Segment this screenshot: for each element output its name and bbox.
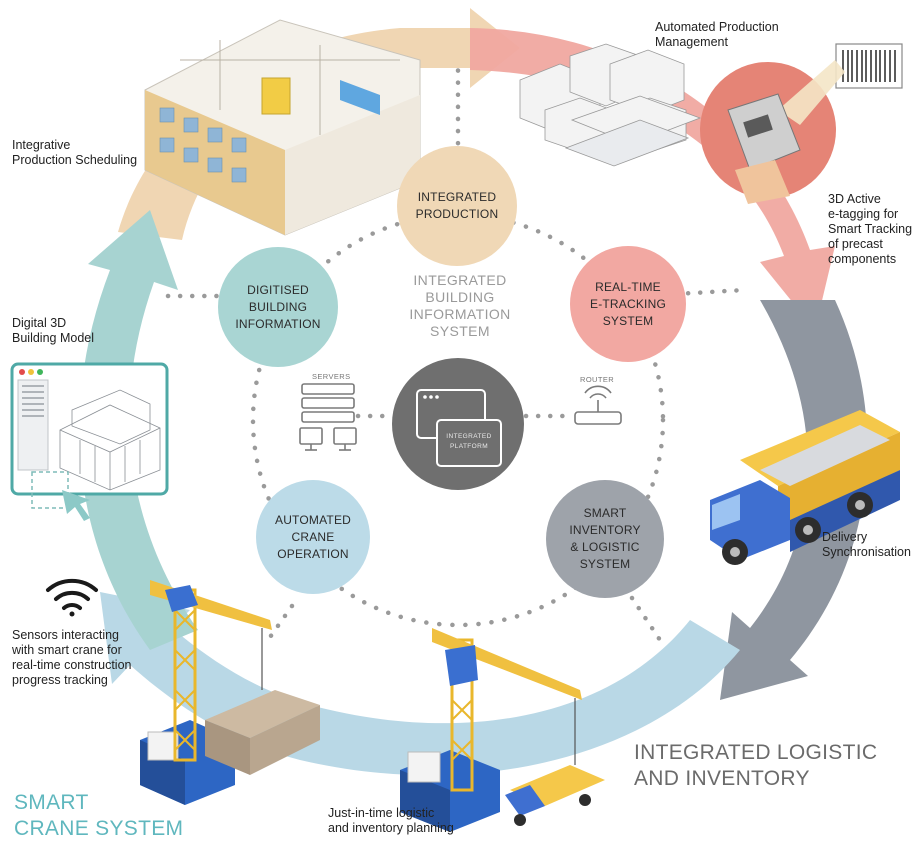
arrow-delivery bbox=[720, 300, 868, 700]
hub-realtime-etracking: REAL-TIME E-TRACKING SYSTEM bbox=[570, 246, 686, 362]
label-3d-active-etagging: 3D Active e-tagging for Smart Tracking o… bbox=[828, 192, 913, 266]
servers-label: SERVERS bbox=[312, 372, 351, 381]
hub-etracking-label: REAL-TIME E-TRACKING SYSTEM bbox=[589, 279, 666, 328]
barcode-bars bbox=[842, 50, 896, 82]
hub-smart-inventory: SMART INVENTORY & LOGISTIC SYSTEM bbox=[546, 480, 664, 598]
label-digital-3d-building-model: Digital 3D Building Model bbox=[12, 316, 94, 345]
hub-integrated-production-label: INTEGRATED PRODUCTION bbox=[415, 190, 499, 221]
crane-right-illustration bbox=[400, 628, 605, 832]
hub-integrated-production: INTEGRATED PRODUCTION bbox=[397, 146, 517, 266]
arrow-digital-model bbox=[79, 210, 198, 650]
building-isometric-illustration bbox=[144, 19, 421, 236]
label-integrative-production-scheduling: Integrative Production Scheduling bbox=[12, 138, 138, 167]
factory-modules-illustration bbox=[519, 43, 702, 167]
label-just-in-time: Just-in-time logistic and inventory plan… bbox=[328, 806, 454, 835]
title-smart-crane-system: SMART CRANE SYSTEM bbox=[14, 791, 184, 840]
hub-inventory-label: SMART INVENTORY & LOGISTIC SYSTEM bbox=[569, 506, 641, 571]
platform-label: INTEGRATED PLATFORM bbox=[446, 433, 492, 450]
wireframe-building bbox=[59, 389, 161, 491]
hub-digitised-label: DIGITISED BUILDING INFORMATION bbox=[235, 282, 321, 331]
platform-circle bbox=[392, 358, 524, 490]
hub-crane-label: AUTOMATED CRANE OPERATION bbox=[274, 512, 352, 561]
wifi-icon bbox=[46, 578, 98, 617]
crane-left-illustration bbox=[140, 580, 320, 805]
label-sensors-smart-crane: Sensors interacting with smart crane for… bbox=[12, 628, 132, 687]
digital-model-window bbox=[10, 362, 169, 521]
wireframe-lines bbox=[22, 385, 44, 417]
hub-automated-crane-operation: AUTOMATED CRANE OPERATION bbox=[256, 480, 370, 594]
router-icon bbox=[574, 385, 622, 425]
dotted-ring bbox=[250, 212, 666, 628]
delivery-truck-illustration bbox=[710, 410, 900, 565]
label-automated-production-management: Automated Production Management bbox=[655, 20, 779, 49]
center-title: INTEGRATED BUILDING INFORMATION SYSTEM bbox=[409, 272, 511, 339]
label-delivery-synchronisation: Delivery Synchronisation bbox=[822, 530, 911, 559]
title-integrated-logistic-inventory: INTEGRATED LOGISTIC AND INVENTORY bbox=[634, 741, 878, 790]
hub-digitised-building-information: DIGITISED BUILDING INFORMATION bbox=[218, 247, 338, 367]
scanner-illustration bbox=[700, 60, 845, 204]
dotted-spokes bbox=[165, 57, 747, 643]
barcode-graphic bbox=[835, 43, 903, 89]
servers-icon bbox=[299, 383, 357, 451]
router-label: ROUTER bbox=[580, 375, 615, 384]
